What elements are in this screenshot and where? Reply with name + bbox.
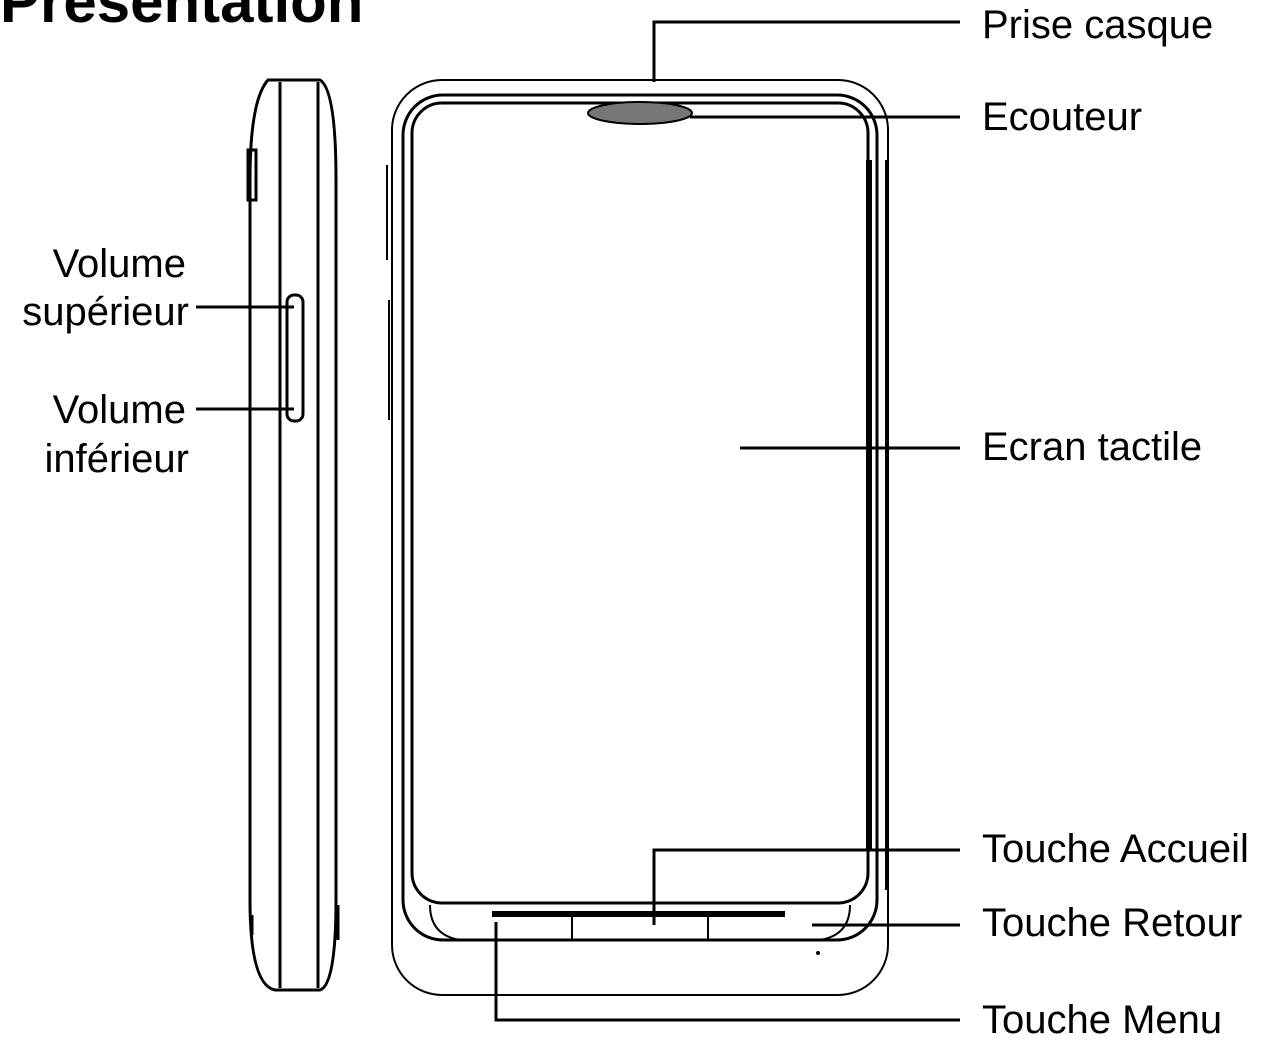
label-touche-retour: Touche Retour bbox=[982, 901, 1242, 945]
label-volume-superieur-line2: supérieur bbox=[22, 290, 189, 334]
phone-side-view bbox=[246, 78, 340, 992]
touch-screen bbox=[410, 101, 870, 905]
label-volume-superieur-line1: Volume bbox=[53, 242, 186, 286]
phone-front-view bbox=[386, 79, 889, 996]
label-ecran-tactile: Ecran tactile bbox=[982, 425, 1202, 469]
label-volume-inferieur-line1: Volume bbox=[53, 388, 186, 432]
earpiece-grille bbox=[587, 101, 693, 125]
volume-rocker bbox=[285, 293, 305, 423]
page-title: Présentation bbox=[0, 0, 363, 35]
label-prise-casque: Prise casque bbox=[982, 3, 1213, 47]
label-touche-accueil: Touche Accueil bbox=[982, 827, 1249, 871]
leader-lines bbox=[196, 20, 960, 1022]
label-touche-menu: Touche Menu bbox=[982, 998, 1222, 1042]
label-ecouteur: Ecouteur bbox=[982, 95, 1142, 139]
label-volume-inferieur-line2: inférieur bbox=[44, 437, 189, 481]
